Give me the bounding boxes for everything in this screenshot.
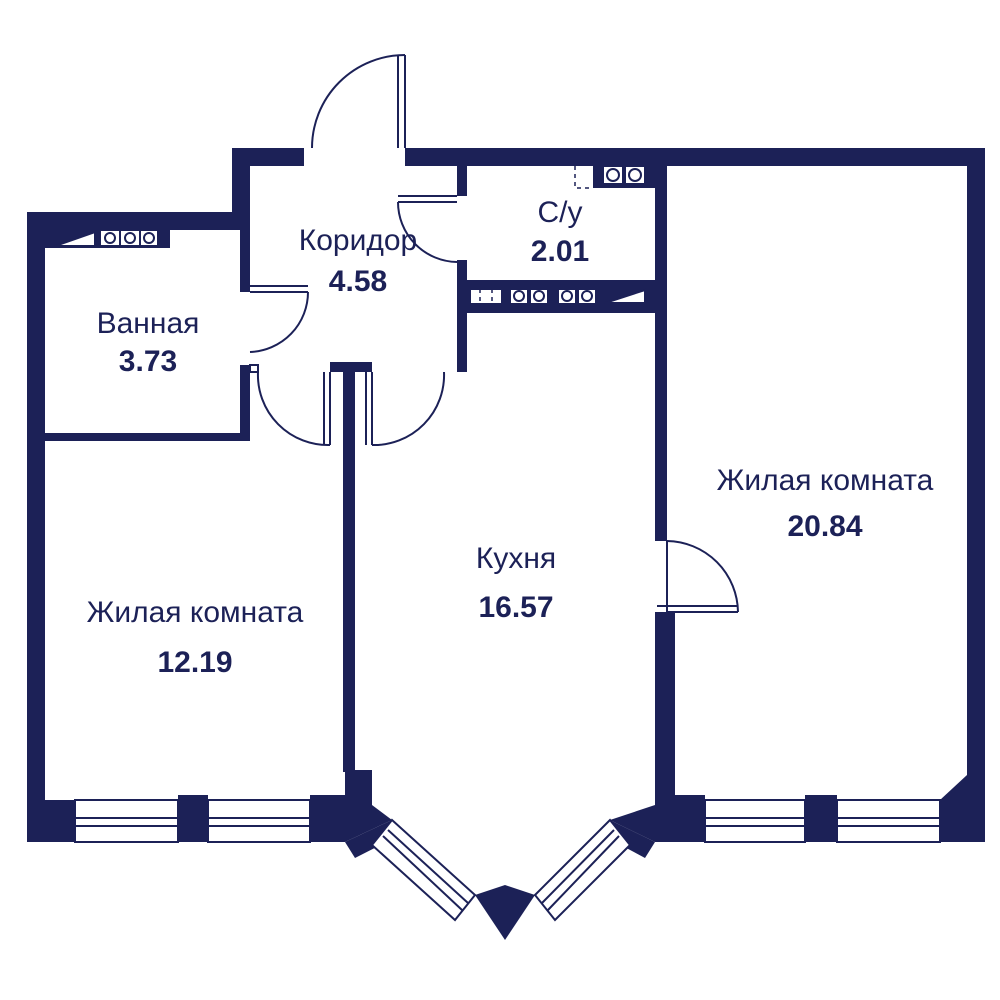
window-kitchen-left: [370, 818, 477, 922]
fixtures: [45, 165, 657, 305]
room-name-bedroom: Жилая комната: [87, 596, 304, 629]
room-name-corridor: Коридор: [299, 224, 417, 257]
room-area-living: 20.84: [787, 510, 862, 543]
interior-walls: [45, 166, 675, 772]
window-left-2: [207, 799, 311, 843]
window-right-1: [704, 799, 806, 843]
room-area-bedroom: 12.19: [157, 646, 232, 679]
kitchen-shaft: [467, 288, 657, 305]
window-kitchen-right: [533, 818, 632, 922]
room-name-bathroom: Ванная: [97, 307, 200, 340]
room-area-kitchen: 16.57: [478, 591, 553, 624]
room-area-corridor: 4.58: [329, 265, 387, 298]
room-name-kitchen: Кухня: [476, 542, 556, 575]
room-name-living: Жилая комната: [717, 464, 934, 497]
room-labels: Коридор 4.58 С/у 2.01 Ванная 3.73 Жилая …: [87, 196, 934, 679]
window-left-1: [74, 799, 179, 843]
room-area-bathroom: 3.73: [119, 345, 177, 378]
windows: [74, 799, 941, 922]
room-area-wc: 2.01: [531, 235, 589, 268]
room-name-wc: С/у: [538, 196, 583, 229]
doors: [249, 54, 739, 613]
wc-shaft: [574, 165, 655, 189]
bathroom-shaft: [45, 229, 170, 248]
window-right-2: [836, 799, 941, 843]
